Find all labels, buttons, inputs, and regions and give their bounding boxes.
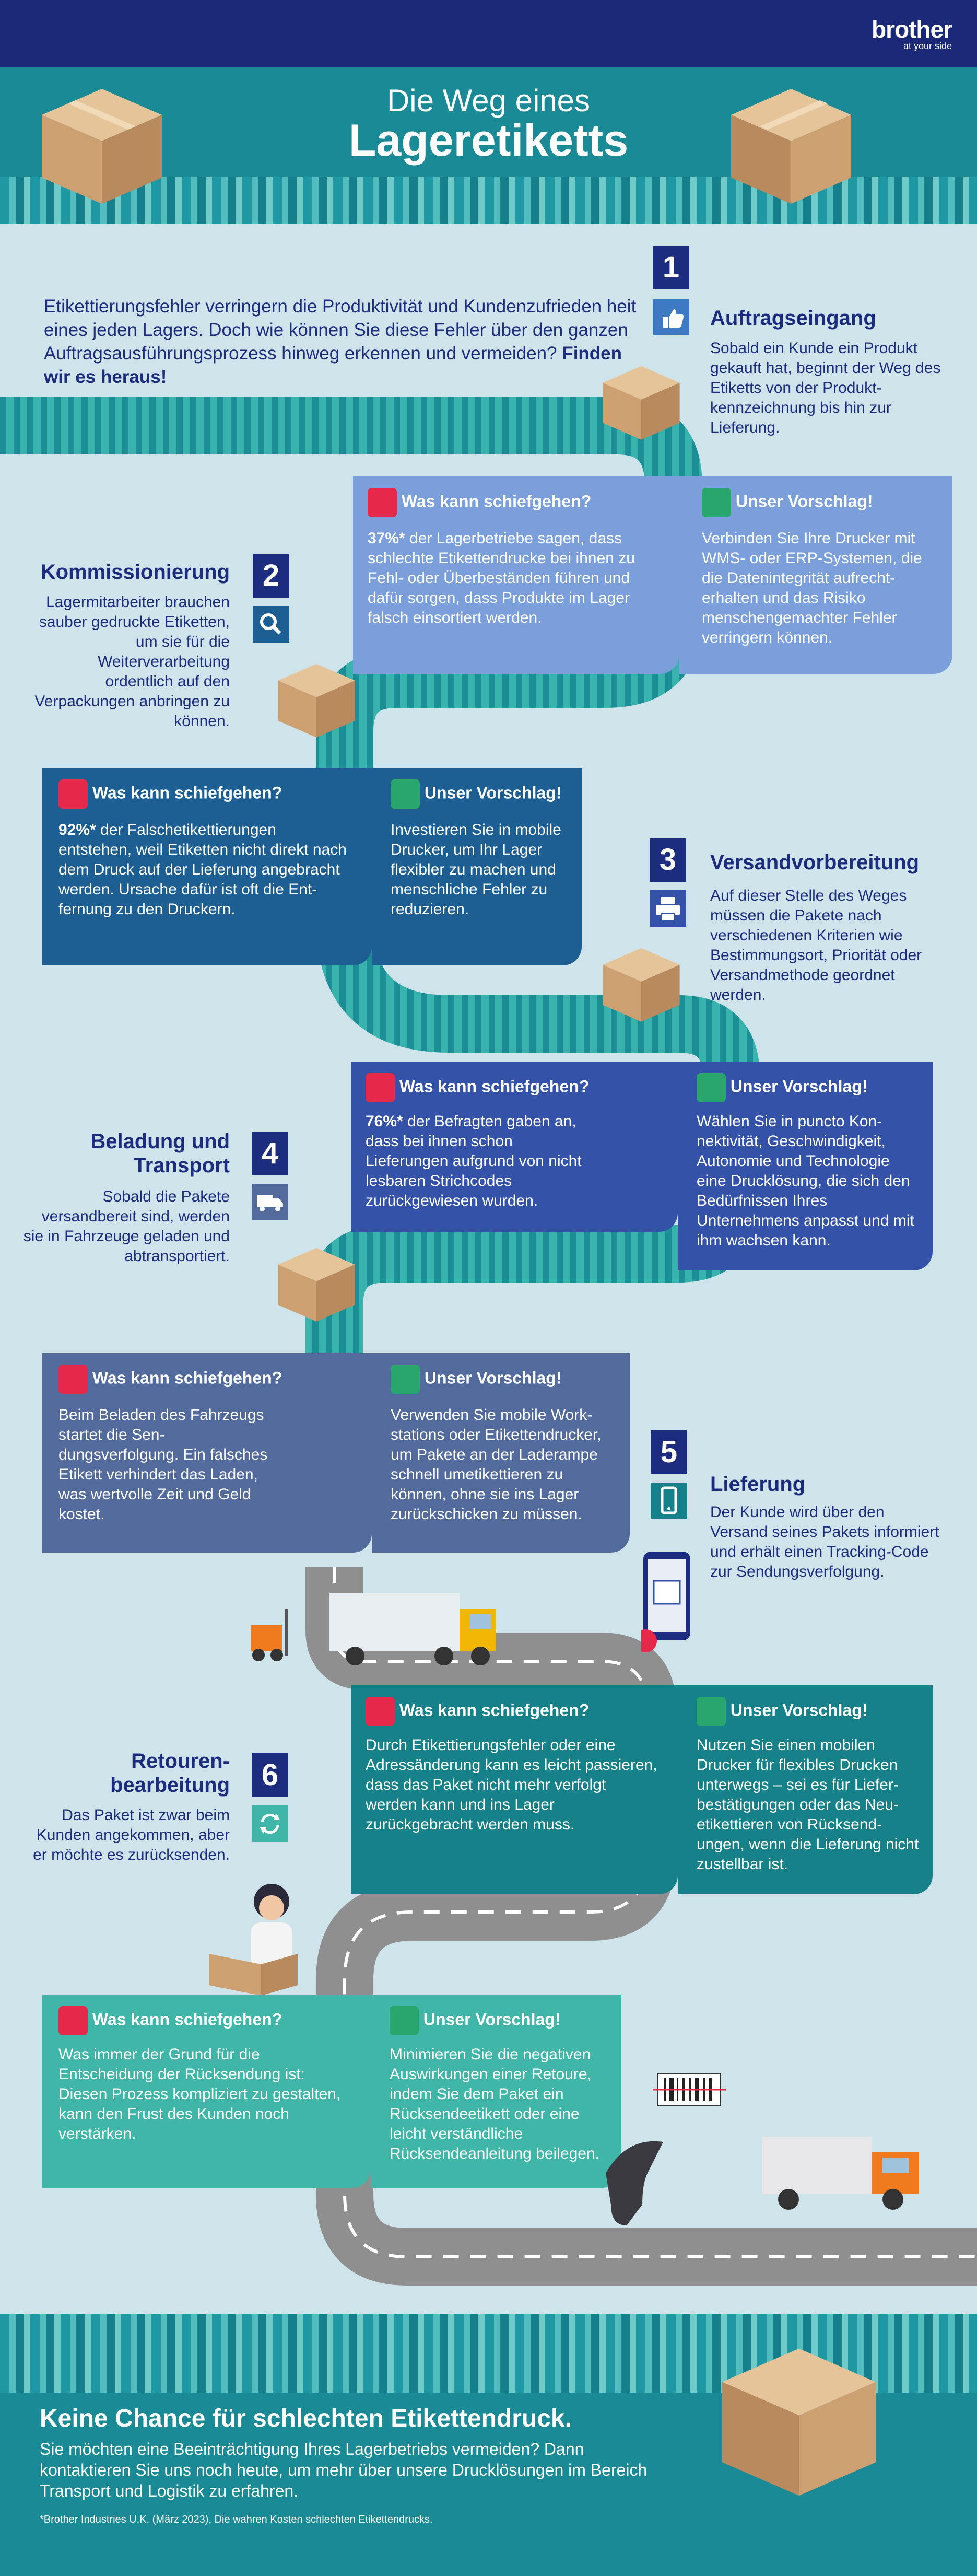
problem-card-5: Was kann schiefgehen? Durch Etikettierun… [351,1685,678,1894]
printer-icon [650,890,686,927]
intro-body: Etikettierungsfehler verringern die Prod… [44,296,637,364]
package-box-icon [722,2348,876,2496]
solution-card-3: Unser Vorschlag! Wählen Sie in puncto Ko… [678,1062,933,1270]
problem-text: der Befragten gaben an, dass bei ihnen s… [366,1113,582,1209]
step-text-3: Auf dieser Stelle des Weges müssen die P… [710,887,922,1004]
frown-icon [58,779,88,809]
problem-text: Beim Beladen des Fahr­zeugs startet die … [58,1406,268,1523]
problem-stat: 37%* [368,530,405,547]
footer-headline: Keine Chance für schlechten Etikettendru… [40,2405,572,2432]
step-title-1: Auftragseingang [710,307,876,330]
problem-card-2: Was kann schiefgehen? 92%* der Falscheti… [42,768,372,965]
step-text-5: Der Kunde wird über den Versand seines P… [710,1503,939,1580]
truck-illustration [251,1593,496,1665]
problem-label: Was kann schiefgehen? [401,492,592,511]
problem-label: Was kann schiefgehen? [399,1077,590,1096]
search-icon [253,606,289,643]
step-number-3: 3 [650,838,686,882]
problem-stat: 76%* [366,1113,403,1130]
problem-text: der Falschetikettierungen entstehen, wei… [58,821,347,918]
problem-text: der Lagerbetriebe sagen, dass schlechte … [368,530,635,626]
solution-text: Verwenden Sie mobile Work­stations oder … [391,1406,602,1523]
solution-label: Unser Vorschlag! [423,2010,561,2029]
problem-label: Was kann schiefgehen? [92,1368,282,1388]
smartphone-icon [651,1483,687,1519]
step-title-5: Lieferung [710,1473,806,1496]
solution-card-2: Unser Vorschlag! Investieren Sie in mobi… [372,768,582,965]
frown-icon [58,1365,88,1394]
problem-card-4: Was kann schiefgehen? Beim Beladen des F… [42,1353,372,1553]
solution-text: Verbinden Sie Ihre Drucker mit WMS- oder… [702,530,922,646]
step-title-2: Kommissionierung [40,561,230,584]
brand-tagline: at your side [903,41,952,51]
problem-label: Was kann schiefgehen? [399,1700,590,1720]
brand-name: brother [872,16,952,43]
footer-text: Sie möchten eine Beeinträchtigung Ihres … [40,2440,648,2500]
solution-label: Unser Vorschlag! [424,783,562,802]
solution-card-6: Unser Vorschlag! Minimieren Sie die nega… [371,1995,621,2188]
step-number-6: 6 [252,1753,288,1797]
thumbs-up-icon [653,299,689,335]
tools-icon [390,2006,419,2035]
top-bar [0,0,977,67]
problem-card-1: Was kann schiefgehen? 37%* der Lagerbetr… [353,476,679,674]
frown-icon [368,488,397,517]
page-title: Lageretiketts [348,115,629,166]
solution-card-5: Unser Vorschlag! Nutzen Sie einen mobile… [678,1685,933,1894]
problem-text: Durch Etikettierungsfehler oder eine Adr… [366,1736,657,1833]
frown-icon [366,1697,395,1726]
package-box-icon [278,663,355,738]
step-text-4: Sobald die Pakete versandbereit sind, we… [23,1188,230,1265]
step-number-4: 4 [252,1132,288,1175]
brand-logo: brother at your side [872,16,952,51]
solution-text: Wählen Sie in puncto Kon­nektivität, Ges… [697,1113,914,1249]
tools-icon [697,1697,726,1726]
step-text-6: Das Paket ist zwar beim Kunden angekomme… [33,1806,230,1863]
problem-card-6: Was kann schiefgehen? Was immer der Grun… [42,1995,371,2188]
problem-label: Was kann schiefgehen? [92,783,282,802]
solution-text: Nutzen Sie einen mobilen Drucker für fle… [697,1736,919,1873]
package-box-icon [278,1248,355,1322]
refresh-icon [252,1805,288,1842]
package-box-icon [603,948,680,1022]
solution-label: Unser Vorschlag! [424,1368,562,1388]
package-box-icon [603,366,680,440]
step-number-1: 1 [653,246,689,289]
frown-icon [366,1073,395,1102]
solution-label: Unser Vorschlag! [730,1077,868,1096]
intro-emphasis: Finden wir es heraus! [44,343,622,387]
package-box-icon [42,89,162,204]
problem-text: Was immer der Grund für die Entscheidung… [58,2046,341,2142]
page-subtitle: Die Weg eines [386,83,591,118]
step-title-3: Versandvorbereitung [710,851,920,874]
scanner-and-van-illustration [606,2073,919,2225]
solution-text: Minimieren Sie die negativen Auswirkunge… [390,2046,599,2162]
phone-notification-icon [641,1552,690,1652]
tools-icon [702,488,731,517]
step-text-1: Sobald ein Kunde ein Produkt gekauft hat… [710,340,941,436]
solution-card-4: Unser Vorschlag! Verwenden Sie mobile Wo… [372,1353,630,1553]
customer-with-box-illustration [209,1884,298,1996]
step-text-2: Lagermitarbeiter brauchen sauber gedruck… [34,593,230,730]
tools-icon [391,779,420,809]
step-title-6: Retouren­bearbeitung [110,1750,230,1797]
solution-label: Unser Vorschlag! [730,1700,868,1720]
footnote: *Brother Industries U.K. (März 2023), Di… [40,2514,433,2525]
package-box-icon [731,89,851,204]
intro-text: Etikettierungsfehler verringern die Prod… [44,295,639,389]
frown-icon [58,2006,88,2035]
tools-icon [391,1365,420,1394]
solution-card-1: Unser Vorschlag! Verbinden Sie Ihre Druc… [679,476,952,674]
step-number-2: 2 [253,554,289,598]
step-title-4: Beladung und Transport [90,1130,230,1177]
solution-text: Investieren Sie in mobile Drucker, um Ih… [391,821,561,918]
truck-icon [252,1184,288,1220]
tools-icon [697,1073,726,1102]
step-number-5: 5 [651,1430,687,1474]
solution-label: Unser Vorschlag! [735,492,873,511]
problem-label: Was kann schiefgehen? [92,2010,282,2029]
problem-card-3: Was kann schiefgehen? 76%* der Befragten… [351,1062,678,1232]
problem-stat: 92%* [58,821,96,838]
